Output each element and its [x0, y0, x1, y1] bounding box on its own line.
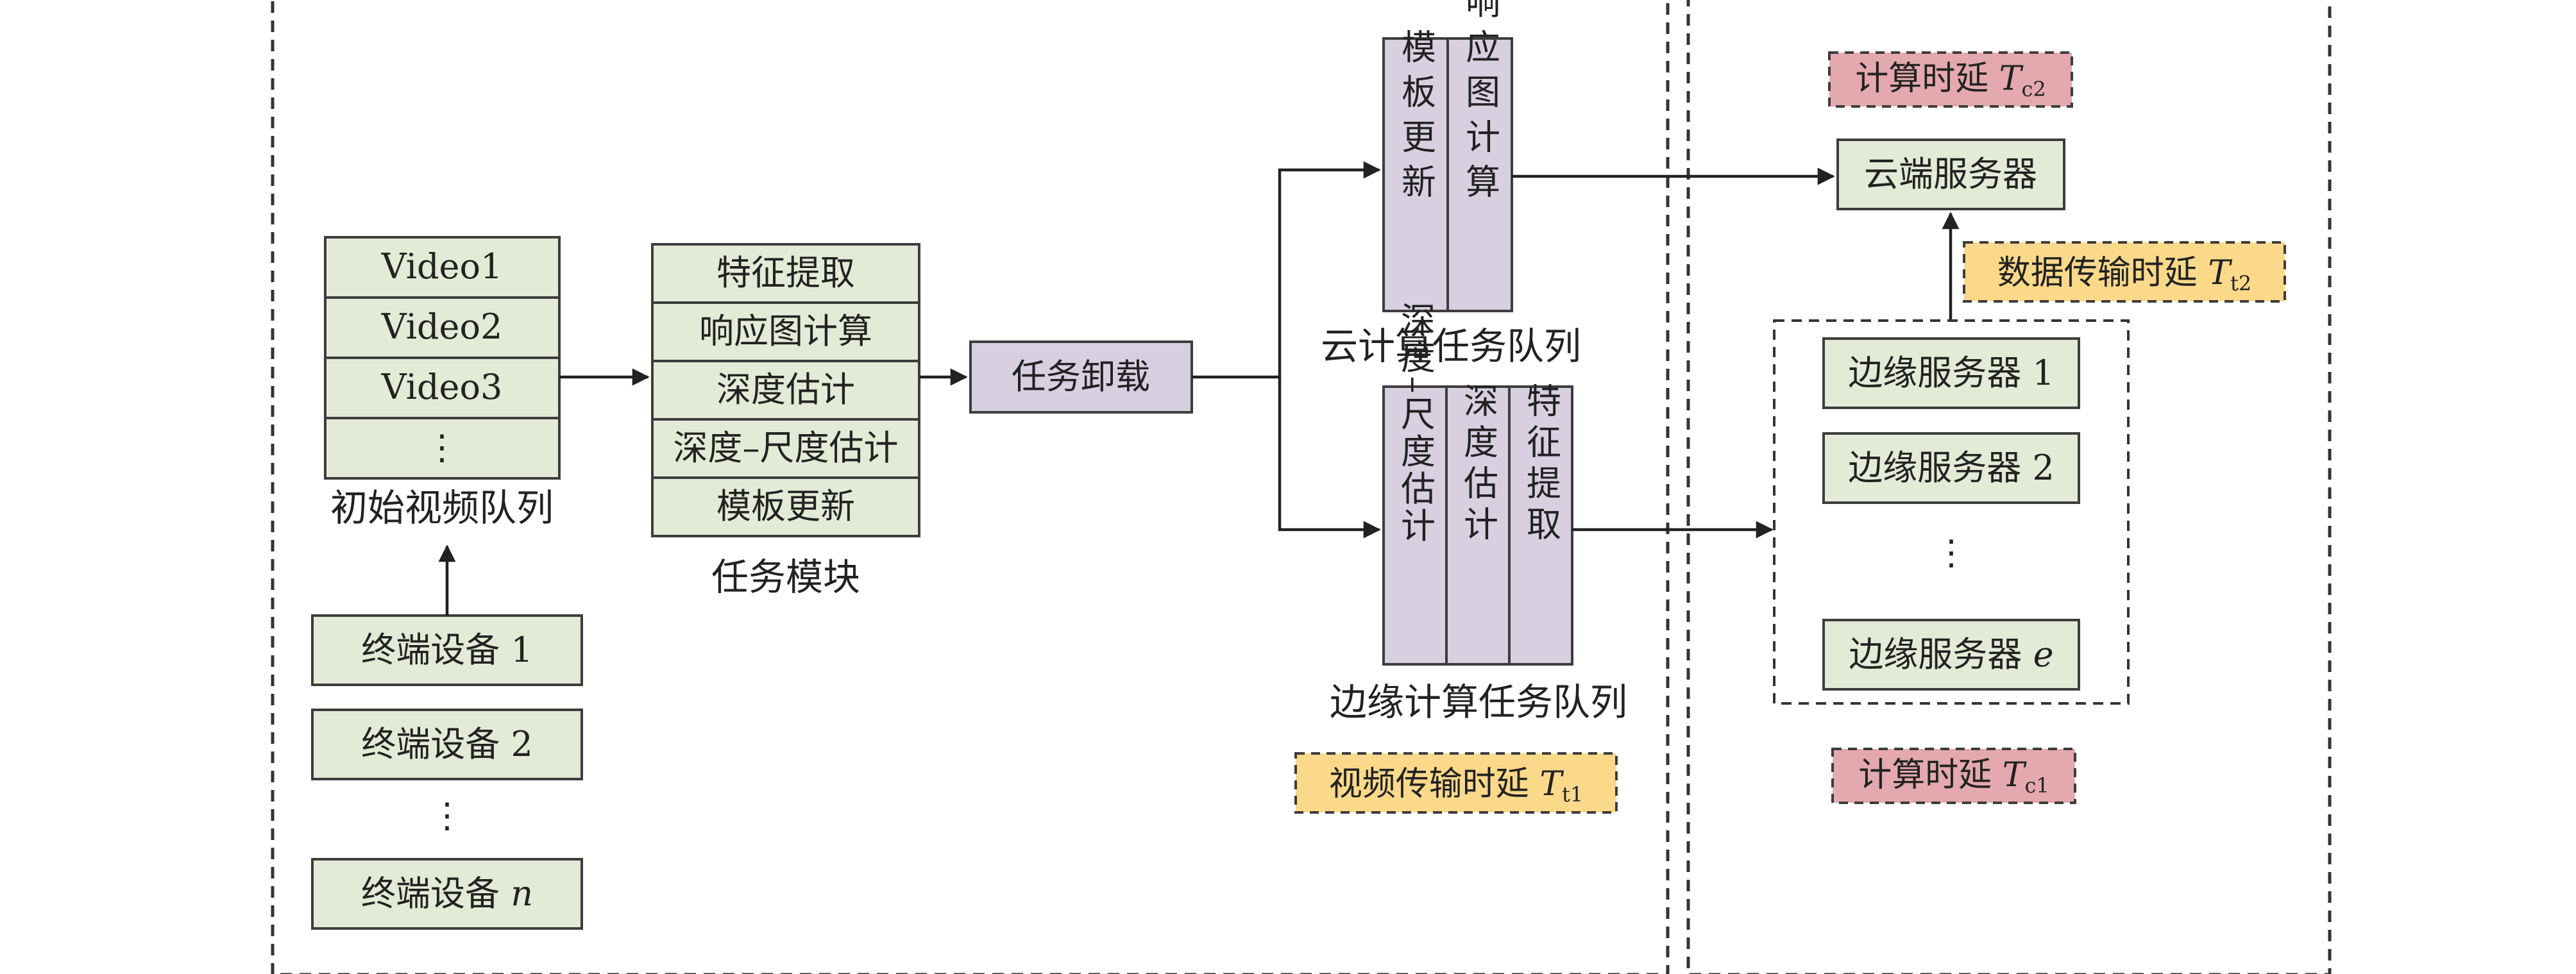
- edge-queue-column: [1445, 385, 1511, 666]
- video-queue-caption: 初始视频队列: [330, 486, 554, 530]
- edge-server-box: [1822, 432, 2080, 504]
- task-module-item-label: 深度–尺度估计: [674, 428, 899, 468]
- edge-queue-column: [1508, 385, 1573, 666]
- cloud-compute-delay-label: 计算时延 Tc2: [1855, 60, 2046, 101]
- cloud-queue-column-label: 模板更新: [1396, 29, 1436, 208]
- data-transmission-delay-label: 数据传输时延 Tt2: [1997, 254, 2251, 296]
- video-transmission-delay-label: 视频传输时延 Tt1: [1329, 765, 1583, 807]
- edge-server-box: [1822, 619, 2080, 691]
- terminal-device-label: 终端设备 2: [361, 724, 533, 764]
- video-queue-item-label: Video3: [381, 367, 503, 407]
- task-module-item: [651, 243, 920, 304]
- edge-task-queue: 深度–尺度估计 深度估计 特征提取: [1382, 302, 1573, 666]
- edge-server-ellipsis: ⋮: [1934, 532, 1969, 573]
- terminal-device-label: 终端设备 n: [361, 873, 533, 914]
- cloud-compute-delay-tag: [1828, 51, 2073, 108]
- cloud-queue-column: [1446, 37, 1513, 312]
- edge-servers: 边缘服务器 1 边缘服务器 2 ⋮ 边缘服务器 e: [1822, 337, 2080, 691]
- cloud-task-queue: 模板更新 响应图计算: [1382, 0, 1513, 312]
- edge-server-box: [1822, 337, 2080, 409]
- video-queue-item-label: Video2: [381, 306, 503, 347]
- task-module-item-label: 模板更新: [716, 486, 855, 526]
- arrow-offload-to-cloud-queue: [1192, 161, 1381, 379]
- edge-server-label: 边缘服务器 e: [1849, 634, 2053, 675]
- task-module-item: [651, 301, 920, 362]
- edge-queue-caption: 边缘计算任务队列: [1330, 680, 1627, 724]
- arrow-offload-to-edge-queue: [1278, 377, 1381, 539]
- edge-queue-column-label: 特征提取: [1521, 383, 1561, 547]
- edge-queue-column: [1382, 385, 1448, 666]
- terminal-device-ellipsis: ⋮: [430, 795, 464, 835]
- task-module-item: [651, 476, 920, 537]
- cloud-queue-column-label: 响应图计算: [1460, 0, 1500, 208]
- video-transmission-delay-tag: [1294, 752, 1618, 814]
- task-module-item-label: 深度估计: [716, 369, 855, 410]
- terminal-device-box: [311, 858, 583, 930]
- task-offload-label: 任务卸载: [1012, 357, 1150, 397]
- task-module-item-label: 响应图计算: [699, 311, 872, 351]
- cloud-server-label: 云端服务器: [1864, 154, 2037, 194]
- edge-server-label: 边缘服务器 2: [1848, 448, 2055, 488]
- terminal-device-box: [311, 614, 583, 686]
- video-queue-item: [324, 296, 561, 359]
- edge-servers-region: [1773, 319, 2130, 705]
- cloud-server-box: [1836, 139, 2065, 210]
- left-panel-frame: [271, 0, 1670, 974]
- task-offload-box: [969, 340, 1193, 414]
- edge-server-label: 边缘服务器 1: [1848, 353, 2055, 393]
- video-queue-ellipsis: ⋮: [425, 427, 459, 467]
- edge-compute-delay-label: 计算时延 Tc1: [1858, 756, 2049, 798]
- data-transmission-delay-tag: [1963, 241, 2286, 303]
- video-queue: Video1 Video2 Video3 ⋮: [324, 236, 561, 480]
- task-module-item: [651, 360, 920, 421]
- terminal-device-label: 终端设备 1: [361, 630, 533, 670]
- video-queue-item: [324, 417, 561, 480]
- right-panel-frame: [1686, 0, 2332, 974]
- cloud-queue-caption: 云计算任务队列: [1321, 324, 1581, 368]
- task-module-caption: 任务模块: [711, 555, 860, 599]
- terminal-device-box: [311, 709, 583, 780]
- terminal-devices: 终端设备 1 终端设备 2 ⋮ 终端设备 n: [311, 614, 583, 930]
- edge-queue-column-label: 深度估计: [1458, 383, 1498, 547]
- video-queue-item-label: Video1: [381, 246, 503, 287]
- edge-queue-column-label: 深度–尺度估计: [1395, 302, 1436, 545]
- task-module-item-label: 特征提取: [716, 253, 855, 293]
- edge-compute-delay-tag: [1831, 748, 2076, 804]
- task-module: 特征提取 响应图计算 深度估计 深度–尺度估计 模板更新: [651, 243, 920, 537]
